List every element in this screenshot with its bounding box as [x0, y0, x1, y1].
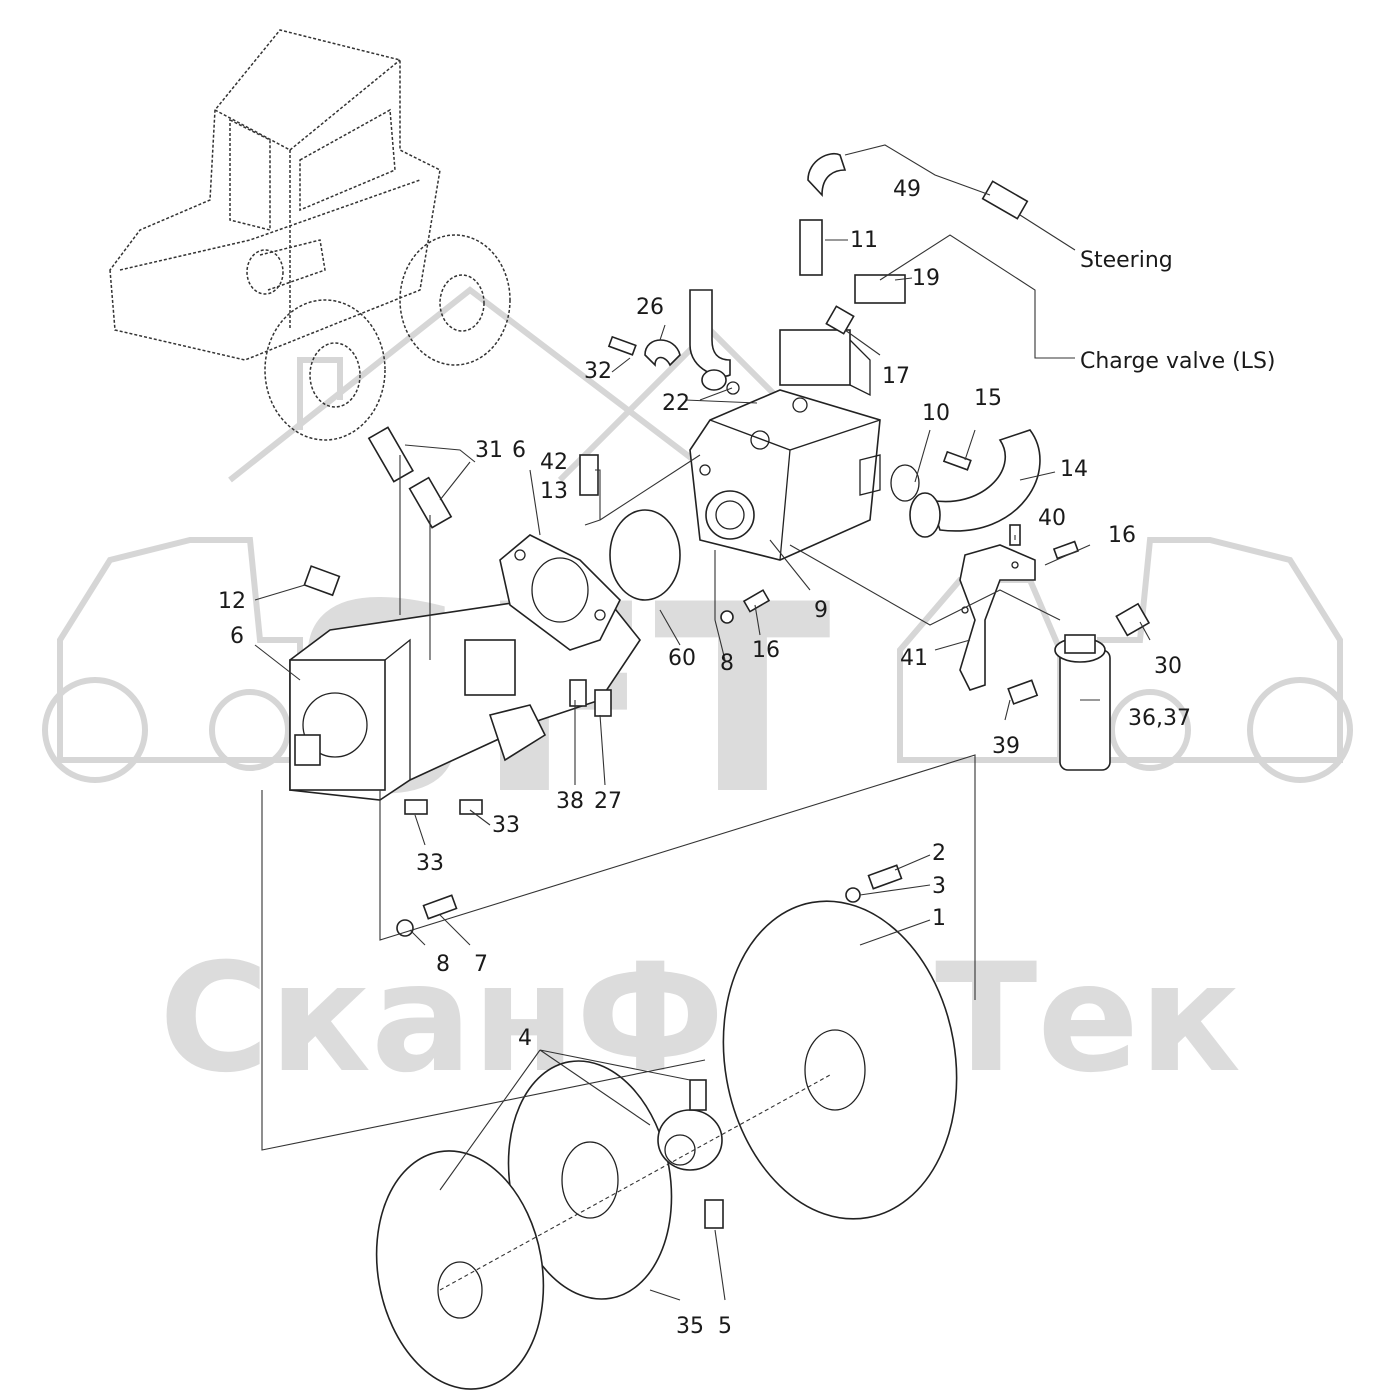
note-charge-valve: Charge valve (LS): [1080, 349, 1276, 374]
leader-lines: [254, 144, 1151, 1301]
label-6a: 6: [512, 438, 526, 463]
label-10: 10: [922, 401, 950, 426]
label-40: 40: [1038, 506, 1066, 531]
part-labels: 49 11 19 17 26 32 22 10 15 14 31 6 42 13…: [218, 177, 1191, 1339]
watermark-brand: СканФорТек: [159, 932, 1241, 1106]
label-30: 30: [1154, 654, 1182, 679]
label-41: 41: [900, 646, 928, 671]
label-31: 31: [475, 438, 503, 463]
label-35: 35: [676, 1314, 704, 1339]
tractor-sketch: [109, 29, 511, 441]
label-49: 49: [893, 177, 921, 202]
o-ring: [609, 509, 681, 601]
label-16a: 16: [1108, 523, 1136, 548]
hydraulic-pump: [689, 329, 881, 561]
callout-notes: Steering Charge valve (LS): [1080, 248, 1276, 374]
label-27: 27: [594, 789, 622, 814]
label-7: 7: [474, 952, 488, 977]
gearbox-block: [289, 589, 641, 801]
label-22: 22: [662, 391, 690, 416]
label-9: 9: [814, 598, 828, 623]
label-60: 60: [668, 646, 696, 671]
label-32: 32: [584, 359, 612, 384]
label-1: 1: [932, 906, 946, 931]
label-33b: 33: [416, 851, 444, 876]
label-19: 19: [912, 266, 940, 291]
flywheel-plates: [375, 900, 958, 1390]
label-11: 11: [850, 228, 878, 253]
label-6b: 6: [230, 624, 244, 649]
label-39: 39: [992, 734, 1020, 759]
label-8a: 8: [720, 651, 734, 676]
watermark: SFT СканФорТек: [42, 286, 1353, 1106]
label-36-37: 36,37: [1128, 706, 1191, 731]
label-4: 4: [518, 1026, 532, 1051]
label-12: 12: [218, 589, 246, 614]
label-38: 38: [556, 789, 584, 814]
label-3: 3: [932, 874, 946, 899]
label-13: 13: [540, 479, 568, 504]
flange: [499, 534, 621, 651]
label-2: 2: [932, 841, 946, 866]
label-26: 26: [636, 295, 664, 320]
label-15: 15: [974, 386, 1002, 411]
label-8b: 8: [436, 952, 450, 977]
filter: [1054, 634, 1111, 771]
hose: [890, 429, 1041, 538]
label-17: 17: [882, 364, 910, 389]
label-42: 42: [540, 450, 568, 475]
label-5: 5: [718, 1314, 732, 1339]
label-33a: 33: [492, 813, 520, 838]
bracket: [959, 544, 1036, 691]
label-16b: 16: [752, 638, 780, 663]
label-14: 14: [1060, 457, 1088, 482]
note-steering: Steering: [1080, 248, 1173, 273]
